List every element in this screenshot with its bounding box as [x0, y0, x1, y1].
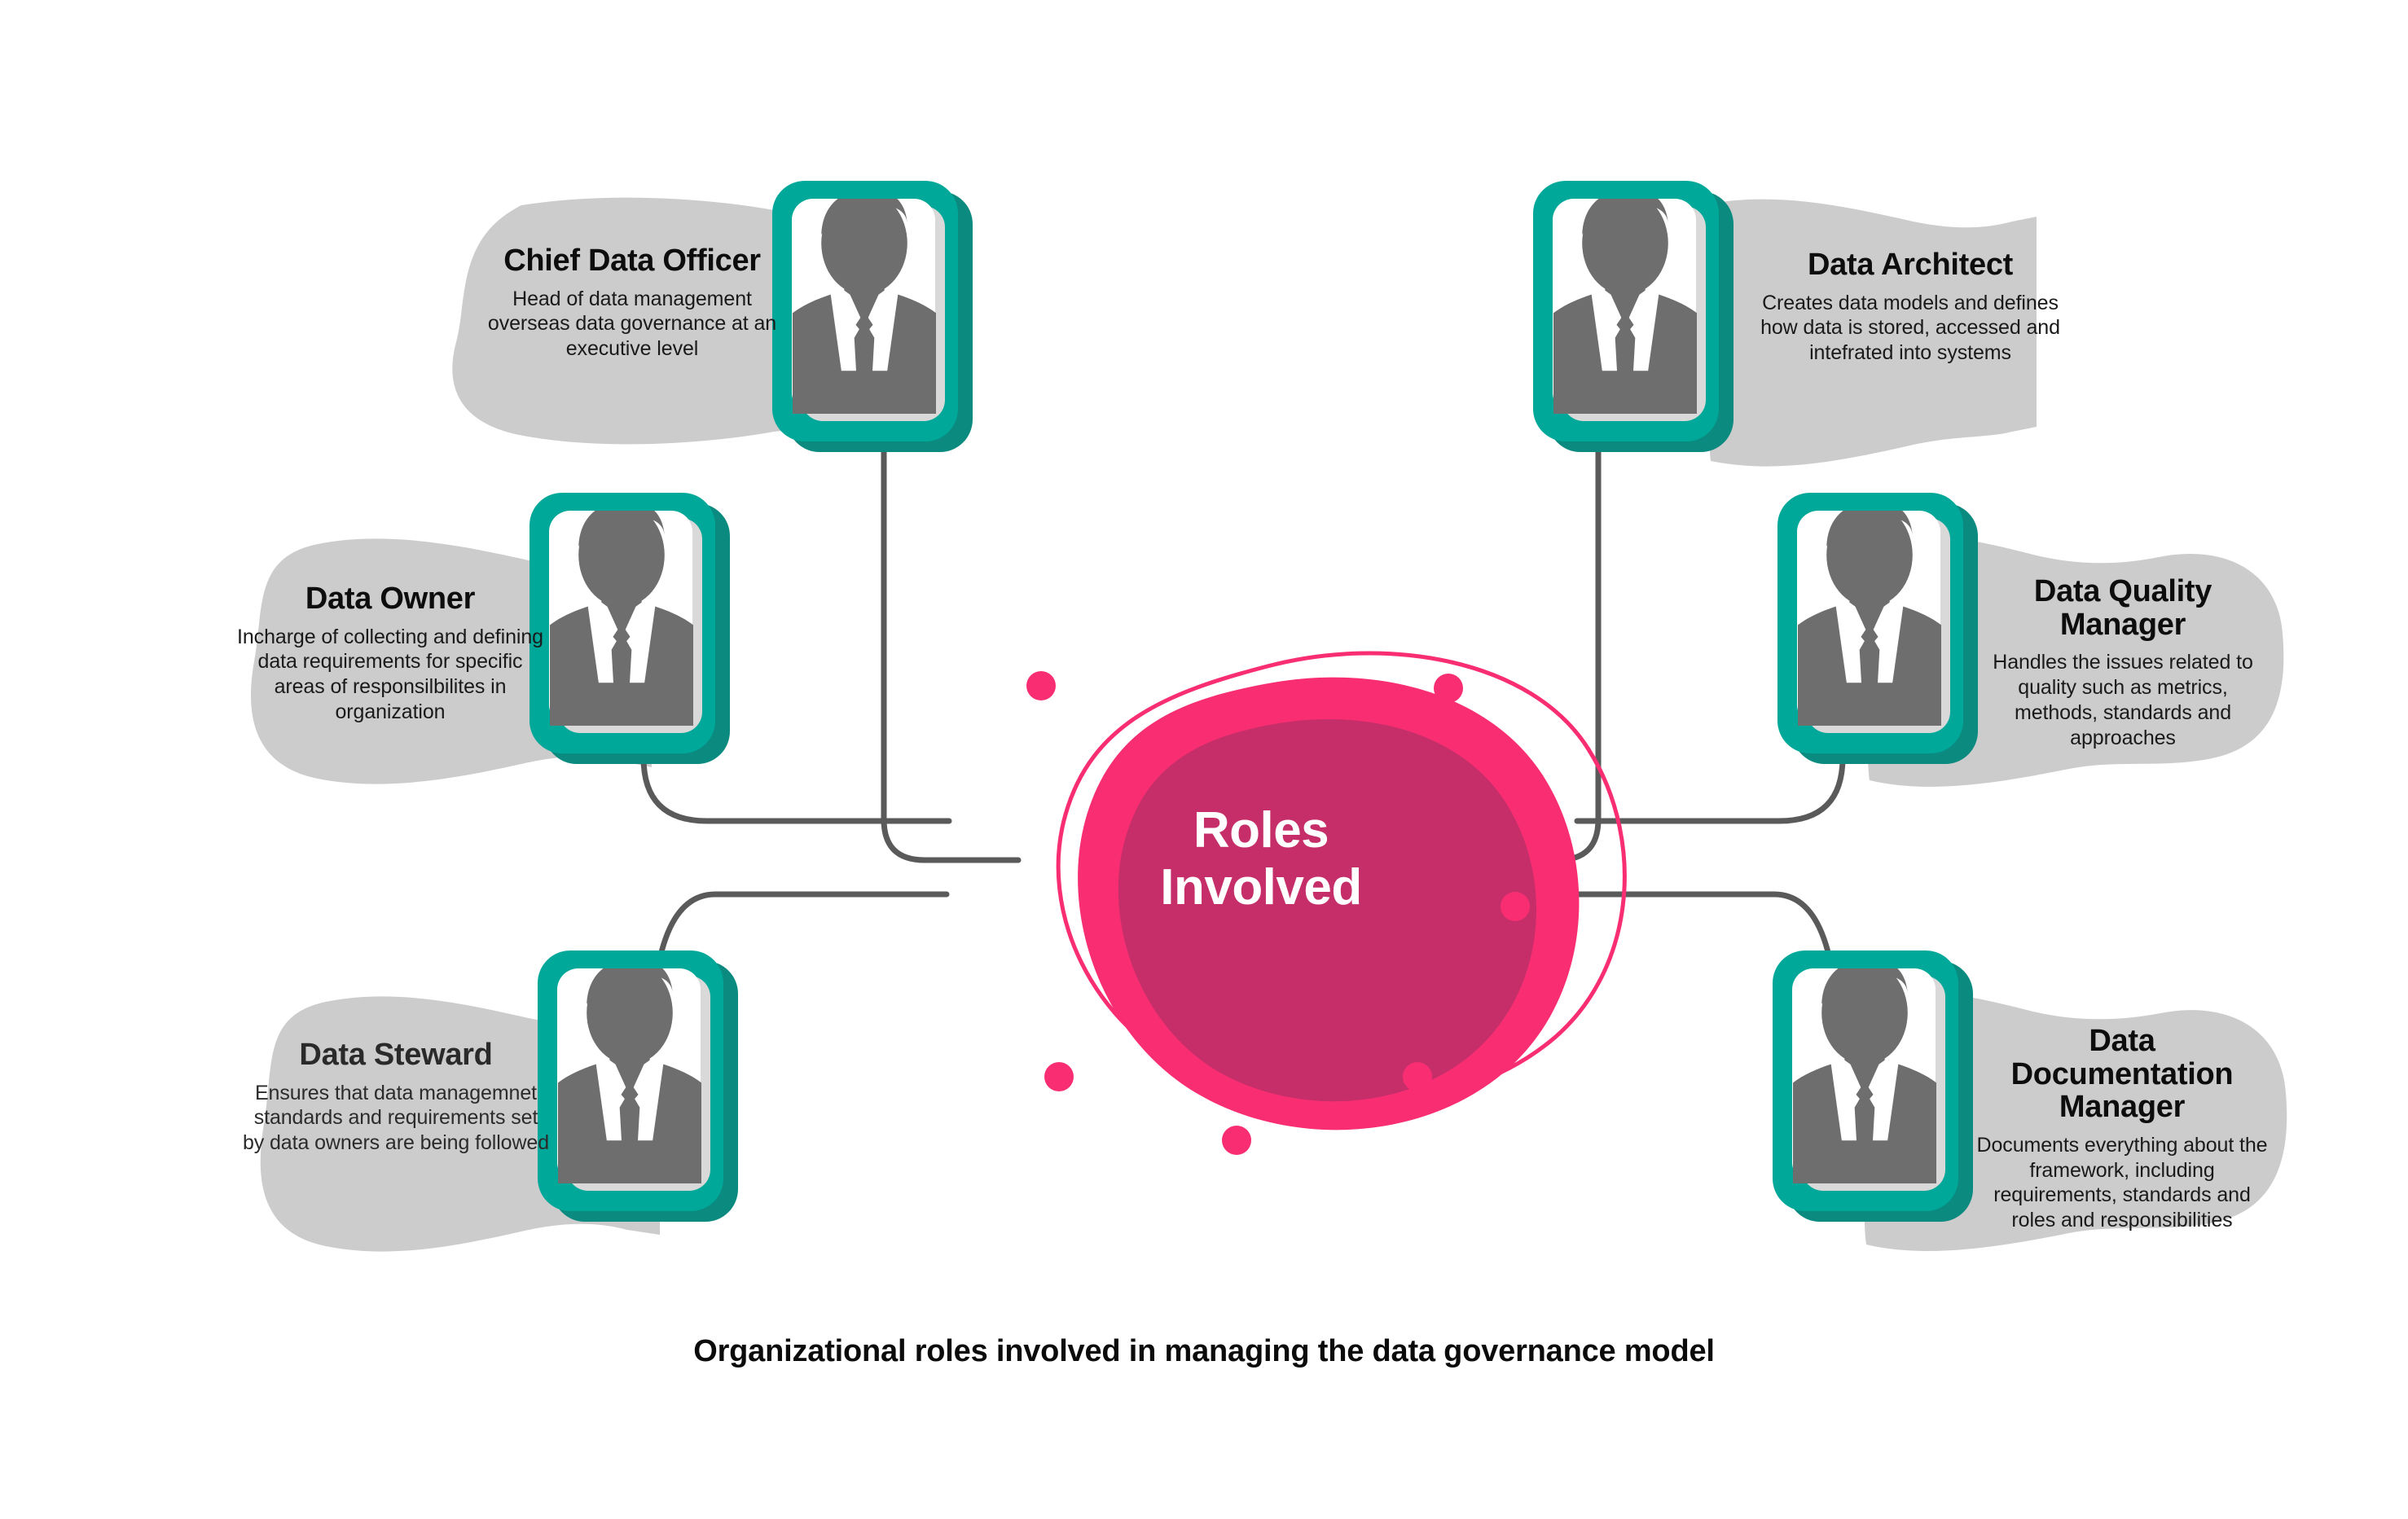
connector-data-quality-manager	[1574, 754, 1846, 824]
center-hub-label: Roles Involved	[1074, 802, 1448, 916]
role-block-chief-data-officer: Chief Data Officer Head of data manageme…	[477, 244, 787, 362]
photo-card-data-steward[interactable]	[531, 950, 738, 1222]
photo-card-data-owner[interactable]	[523, 493, 730, 764]
center-hub-label-line2: Involved	[1160, 859, 1362, 916]
role-title-chief-data-officer: Chief Data Officer	[503, 244, 761, 278]
role-description-data-documentation-manager: Documents everything about the framework…	[1976, 1133, 2268, 1232]
role-title-data-steward: Data Steward	[299, 1038, 493, 1072]
photo-card-chief-data-officer[interactable]	[766, 181, 973, 452]
blob-data-architect	[1708, 199, 2037, 467]
accent-dot-bottom-right	[1403, 1062, 1432, 1091]
center-accent-dots	[1026, 671, 1530, 1155]
photo-card-data-architect[interactable]	[1527, 181, 1733, 452]
connector-data-owner	[640, 754, 952, 824]
role-description-data-quality-manager: Handles the issues related to quality su…	[1993, 651, 2253, 749]
role-title-data-quality-manager: Data Quality Manager	[2033, 574, 2212, 642]
figure-caption: Organizational roles involved in managin…	[693, 1334, 1715, 1368]
accent-dot-bottom	[1222, 1126, 1251, 1155]
role-block-data-architect: Data Architect Creates data models and d…	[1753, 248, 2067, 366]
photo-card-data-documentation-manager[interactable]	[1766, 950, 1973, 1222]
role-description-data-architect: Creates data models and defines how data…	[1760, 291, 2060, 365]
center-hub-label-line1: Roles	[1193, 802, 1329, 858]
connector-chief-data-officer	[881, 443, 1022, 863]
role-block-data-quality-manager: Data Quality Manager Handles the issues …	[1978, 575, 2268, 750]
accent-dot-bottom-left	[1044, 1062, 1074, 1091]
role-title-data-architect: Data Architect	[1807, 248, 2014, 282]
role-block-data-steward: Data Steward Ensures that data managemne…	[241, 1038, 551, 1156]
center-blob-group	[1056, 651, 1627, 1130]
accent-dot-top-left	[1026, 671, 1056, 700]
photo-card-data-quality-manager[interactable]	[1771, 493, 1978, 764]
role-block-data-owner: Data Owner Incharge of collecting and de…	[233, 582, 547, 725]
role-description-data-steward: Ensures that data managemnet standards a…	[242, 1081, 550, 1155]
role-block-data-documentation-manager: Data Documentation Manager Documents eve…	[1975, 1025, 2270, 1233]
role-title-data-documentation-manager: Data Documentation Manager	[2010, 1024, 2234, 1125]
center-blob-inner	[1118, 719, 1536, 1102]
role-description-data-owner: Incharge of collecting and defining data…	[237, 625, 543, 723]
accent-dot-top-right	[1434, 674, 1463, 703]
role-description-chief-data-officer: Head of data management overseas data go…	[487, 287, 777, 361]
role-title-data-owner: Data Owner	[305, 582, 476, 616]
blob-chief-data-officer	[452, 197, 823, 445]
accent-dot-right	[1501, 892, 1530, 921]
